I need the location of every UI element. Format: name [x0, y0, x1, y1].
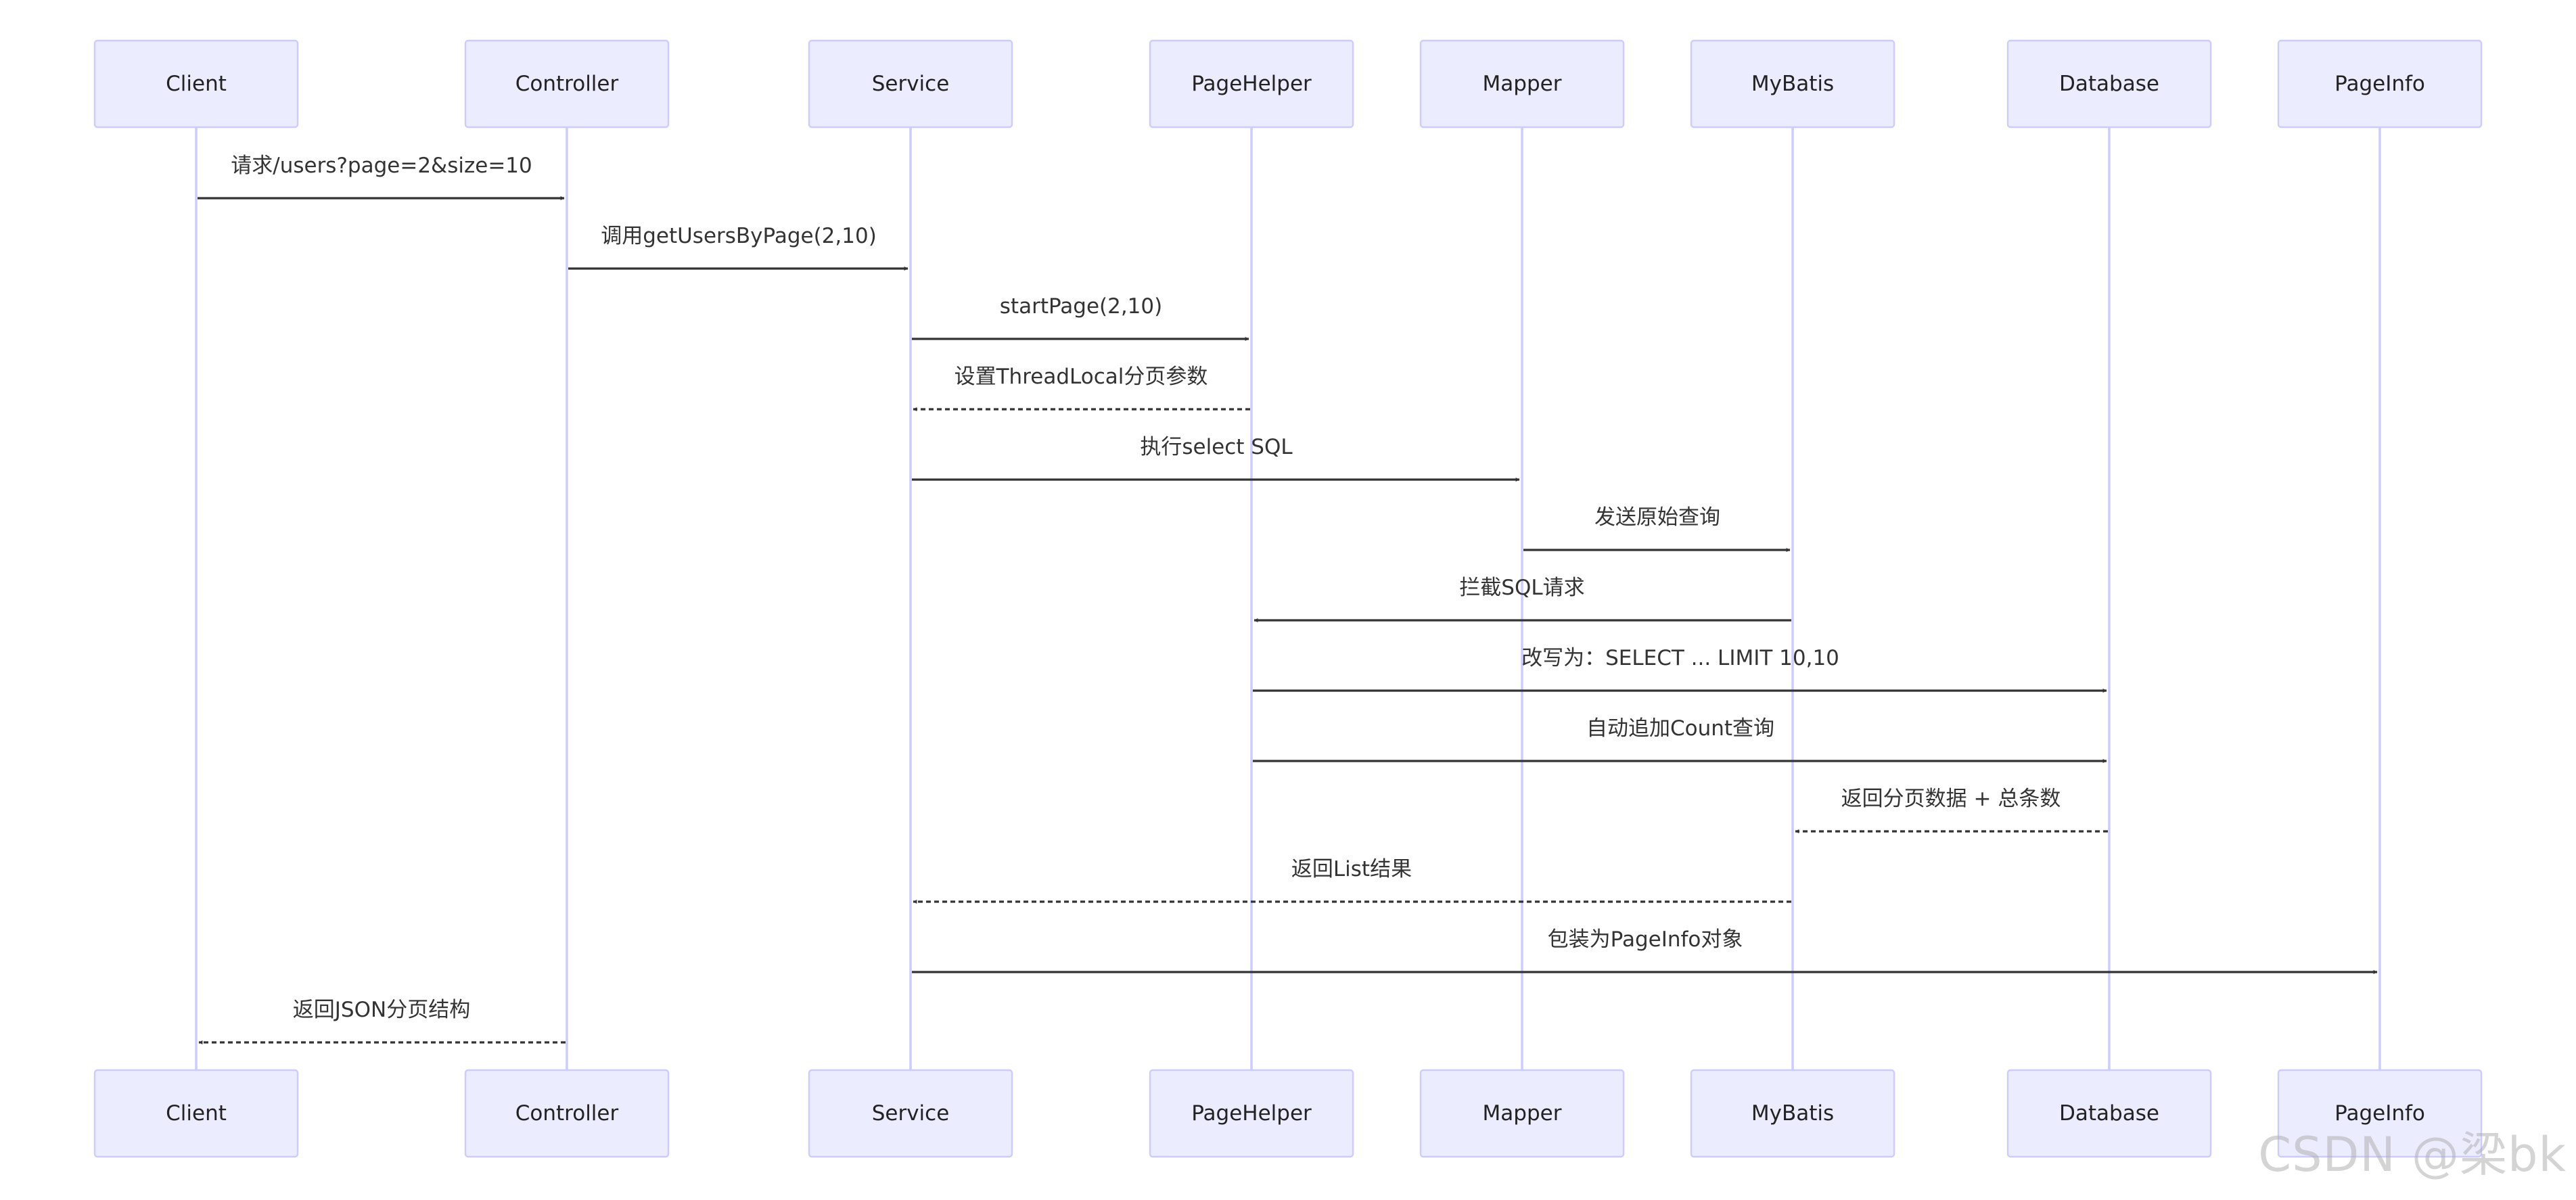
participant-label: PageHelper [1191, 1101, 1312, 1126]
message-label: 包装为PageInfo对象 [1548, 927, 1743, 952]
message-label: 拦截SQL请求 [1459, 576, 1584, 600]
message-label: 调用getUsersByPage(2,10) [601, 224, 877, 248]
participant-client-top: Client [93, 39, 299, 129]
participant-box [2277, 1069, 2483, 1158]
participant-box [1149, 39, 1354, 129]
participant-label: PageInfo [2334, 72, 2425, 96]
participant-mybatis-bottom: MyBatis [1690, 1069, 1895, 1158]
participant-box [464, 39, 670, 129]
message-7: 拦截SQL请求 [1254, 576, 1791, 622]
message-1: 请求/users?page=2&size=10 [198, 154, 565, 200]
message-11: 返回List结果 [913, 857, 1791, 904]
message-10: 返回分页数据 + 总条数 [1795, 787, 2108, 833]
message-label: 返回分页数据 + 总条数 [1841, 787, 2061, 811]
message-12: 包装为PageInfo对象 [912, 927, 2378, 974]
participant-mybatis-top: MyBatis [1690, 39, 1895, 129]
message-8: 改写为：SELECT ... LIMIT 10,10 [1253, 646, 2107, 693]
participant-mapper-bottom: Mapper [1419, 1069, 1625, 1158]
participant-box [1419, 1069, 1625, 1158]
participant-box [1149, 1069, 1354, 1158]
participant-label: Service [872, 72, 950, 96]
message-4: 设置ThreadLocal分页参数 [913, 365, 1250, 411]
participant-database-top: Database [2006, 39, 2212, 129]
participant-label: Client [166, 1101, 227, 1126]
participant-controller-top: Controller [464, 39, 670, 129]
participant-box [93, 1069, 299, 1158]
participant-label: Mapper [1483, 72, 1562, 96]
participant-label: Service [872, 1101, 950, 1126]
participant-box [2277, 39, 2483, 129]
message-label: 请求/users?page=2&size=10 [231, 154, 532, 178]
participant-box [808, 1069, 1013, 1158]
participant-mapper-top: Mapper [1419, 39, 1625, 129]
participant-box [93, 39, 299, 129]
participant-client-bottom: Client [93, 1069, 299, 1158]
participant-pagehelper-top: PageHelper [1149, 39, 1354, 129]
participant-label: Database [2059, 72, 2159, 96]
participant-label: Database [2059, 1101, 2159, 1126]
participant-label: MyBatis [1751, 1101, 1834, 1126]
message-6: 发送原始查询 [1523, 505, 1791, 552]
message-label: startPage(2,10) [1000, 294, 1162, 319]
participant-box [1690, 39, 1895, 129]
participant-box [2006, 39, 2212, 129]
message-label: 设置ThreadLocal分页参数 [954, 365, 1208, 389]
participant-box [1690, 1069, 1895, 1158]
participant-label: Client [166, 72, 227, 96]
participant-box [464, 1069, 670, 1158]
participant-label: Controller [515, 72, 619, 96]
message-label: 返回List结果 [1291, 857, 1412, 881]
participant-box [2006, 1069, 2212, 1158]
participant-pagehelper-bottom: PageHelper [1149, 1069, 1354, 1158]
message-label: 改写为：SELECT ... LIMIT 10,10 [1521, 646, 1839, 670]
message-9: 自动追加Count查询 [1253, 716, 2107, 763]
message-5: 执行select SQL [912, 435, 1520, 482]
participant-service-bottom: Service [808, 1069, 1013, 1158]
message-3: startPage(2,10) [912, 294, 1249, 341]
participant-service-top: Service [808, 39, 1013, 129]
watermark: CSDN @梁bk [2258, 1127, 2567, 1182]
message-label: 发送原始查询 [1594, 505, 1720, 530]
participant-label: PageInfo [2334, 1101, 2425, 1126]
participant-label: PageHelper [1191, 72, 1312, 96]
participant-pageinfo-bottom: PageInfo [2277, 1069, 2483, 1158]
participant-box [1419, 39, 1625, 129]
message-label: 返回JSON分页结构 [293, 998, 470, 1022]
participant-box [808, 39, 1013, 129]
participant-label: Mapper [1483, 1101, 1562, 1126]
participant-label: Controller [515, 1101, 619, 1126]
participant-label: MyBatis [1751, 72, 1834, 96]
message-13: 返回JSON分页结构 [198, 998, 566, 1044]
participant-pageinfo-top: PageInfo [2277, 39, 2483, 129]
message-2: 调用getUsersByPage(2,10) [568, 224, 908, 271]
message-label: 自动追加Count查询 [1586, 716, 1774, 741]
participant-controller-bottom: Controller [464, 1069, 670, 1158]
participant-database-bottom: Database [2006, 1069, 2212, 1158]
message-label: 执行select SQL [1140, 435, 1293, 459]
